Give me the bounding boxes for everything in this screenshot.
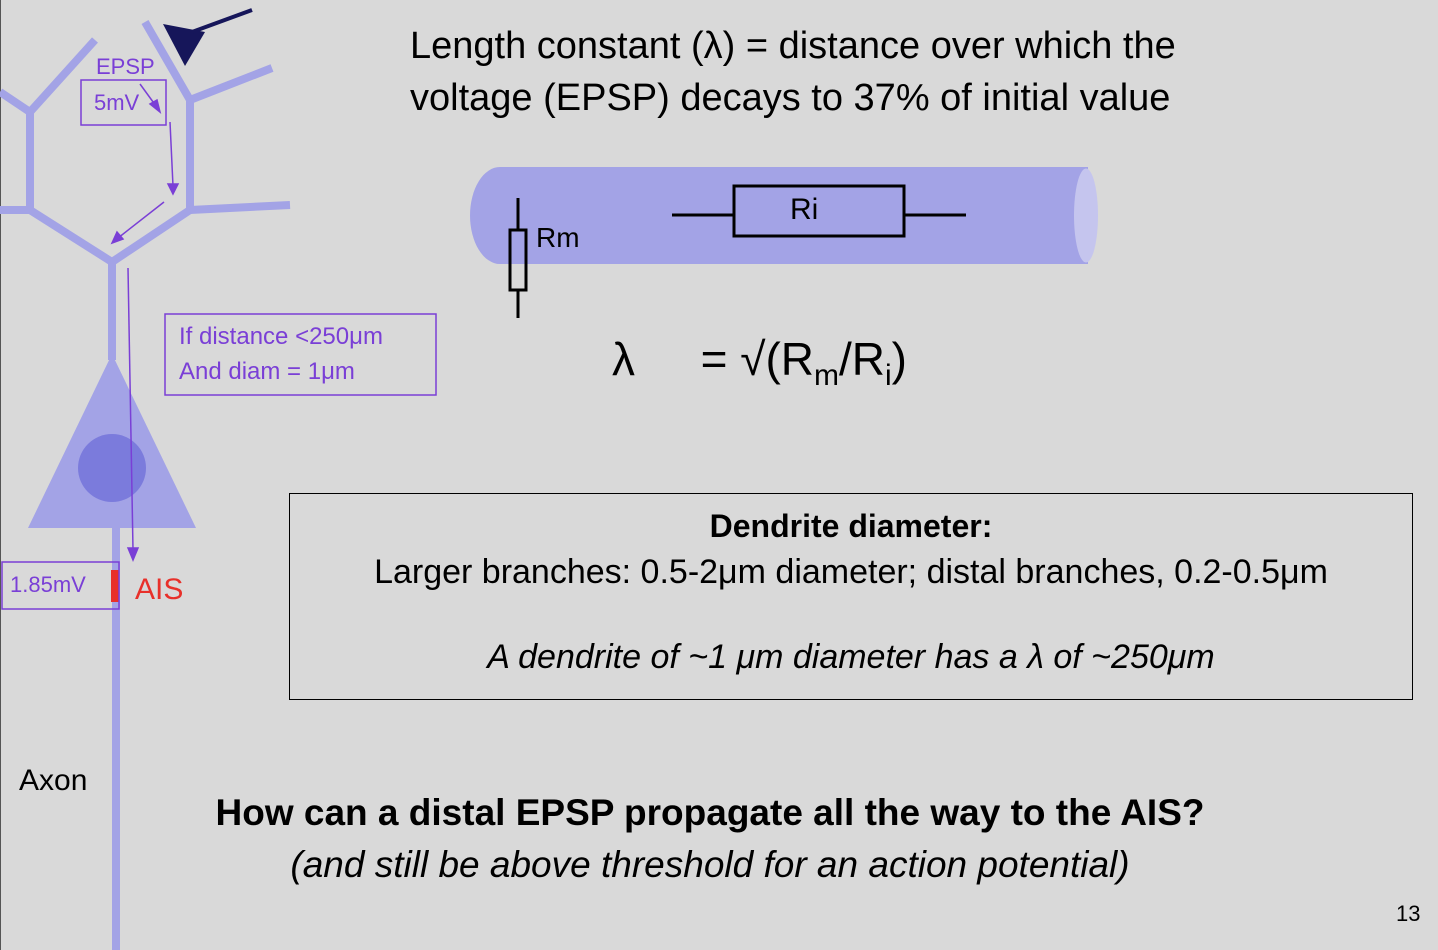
formula-sub-i: i: [885, 359, 892, 393]
epsp-box: [80, 79, 167, 126]
epsp-label: EPSP: [96, 54, 155, 79]
epsp-value: 5mV: [94, 90, 140, 115]
cable-cylinder: [470, 167, 1088, 264]
sub-question: (and still be above threshold for an act…: [290, 844, 1130, 885]
ais-voltage: 1.85mV: [10, 572, 86, 597]
electrode-tip: [163, 24, 205, 66]
slide-left-edge: [0, 0, 1, 950]
cable-end: [1074, 168, 1098, 263]
ri-resistor: [672, 184, 966, 238]
formula-sub-m: m: [814, 359, 839, 393]
lambda-symbol: λ: [612, 333, 635, 385]
ais-segment: [111, 570, 119, 602]
cable-diagram: [470, 167, 1098, 318]
title-line-1: Length constant (λ) = distance over whic…: [410, 25, 1176, 67]
rm-resistor: [508, 198, 528, 318]
main-question: How can a distal EPSP propagate all the …: [215, 792, 1205, 833]
box-diameter-ranges: Larger branches: 0.5-2μm diameter; dista…: [374, 553, 1328, 591]
title-line-2: voltage (EPSP) decays to 37% of initial …: [410, 77, 1171, 119]
condition-distance: If distance <250μm: [179, 323, 383, 350]
page-number: 13: [1396, 901, 1421, 926]
electrode-shaft: [191, 8, 253, 34]
condition-diameter: And diam = 1μm: [179, 358, 355, 385]
dendrite-info-box: Dendrite diameter: Larger branches: 0.5-…: [289, 493, 1413, 700]
condition-box: [164, 313, 437, 396]
ais-label: AIS: [135, 573, 184, 606]
axon-label: Axon: [19, 764, 88, 797]
nucleus: [78, 434, 146, 502]
formula-close: ): [891, 333, 907, 385]
box-heading: Dendrite diameter:: [709, 508, 993, 544]
rm-label: Rm: [536, 222, 580, 253]
neuron-diagram: [0, 8, 437, 950]
propagation-arrows: [110, 83, 180, 562]
lambda-formula: λ = √(Rm/Ri): [612, 332, 907, 393]
ais-value-box: [1, 561, 120, 610]
ri-label: Ri: [790, 193, 819, 226]
dendrite-tree: [0, 20, 291, 360]
box-lambda-fact: A dendrite of ~1 μm diameter has a λ of …: [487, 638, 1215, 676]
formula-slash: /R: [839, 333, 885, 385]
formula-sqrt: = √(R: [700, 333, 814, 385]
